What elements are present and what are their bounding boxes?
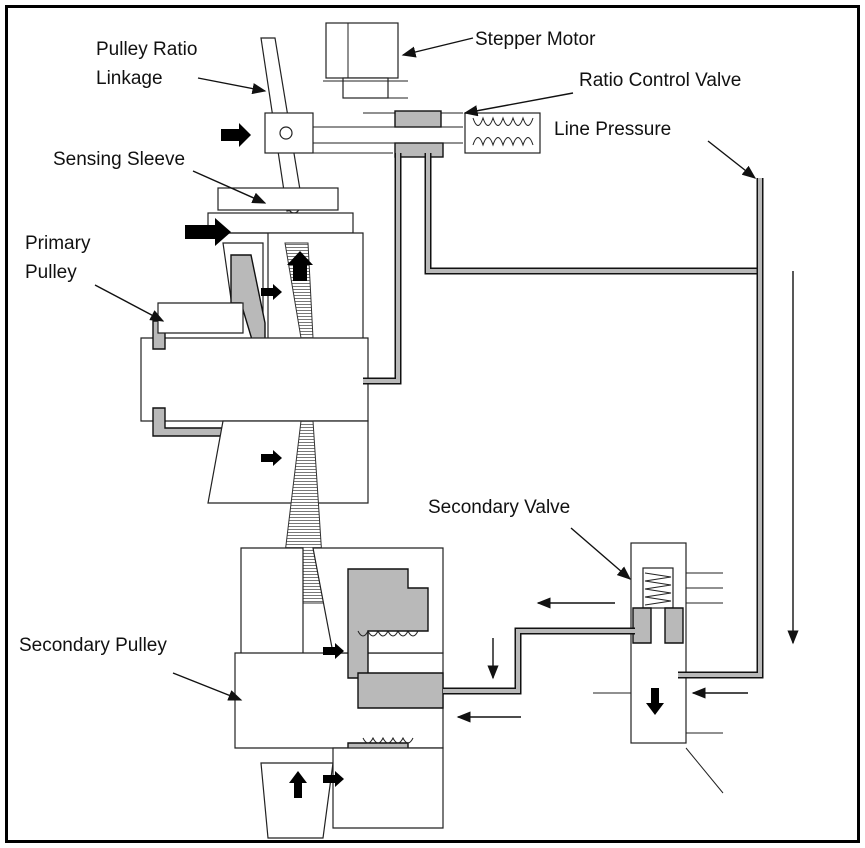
labels: Pulley Ratio Linkage Stepper Motor Ratio…	[19, 29, 741, 656]
label-ratio-control-valve: Ratio Control Valve	[579, 70, 741, 91]
secondary-pulley	[234, 547, 444, 839]
pulley-ratio-linkage	[207, 37, 354, 234]
primary-pulley	[140, 232, 369, 504]
label-secondary-valve: Secondary Valve	[428, 497, 570, 518]
label-sensing-sleeve: Sensing Sleeve	[53, 149, 185, 170]
stepper-motor	[325, 22, 399, 99]
label-primary: Primary	[25, 233, 91, 254]
label-linkage: Linkage	[96, 68, 163, 89]
label-line-pressure: Line Pressure	[554, 119, 671, 140]
leader-lines	[94, 37, 757, 701]
flow-arrows	[185, 123, 799, 798]
label-secondary-pulley: Secondary Pulley	[19, 635, 167, 656]
label-stepper-motor: Stepper Motor	[475, 29, 596, 50]
label-pulley: Pulley	[25, 262, 77, 283]
ratio-control-valve-body	[273, 80, 541, 158]
cvt-hydraulic-diagram: Pulley Ratio Linkage Stepper Motor Ratio…	[19, 22, 799, 839]
secondary-valve	[593, 542, 724, 794]
diagram-frame: Pulley Ratio Linkage Stepper Motor Ratio…	[5, 5, 860, 843]
label-pulley-ratio: Pulley Ratio	[96, 39, 197, 60]
oil-passages	[363, 153, 764, 695]
